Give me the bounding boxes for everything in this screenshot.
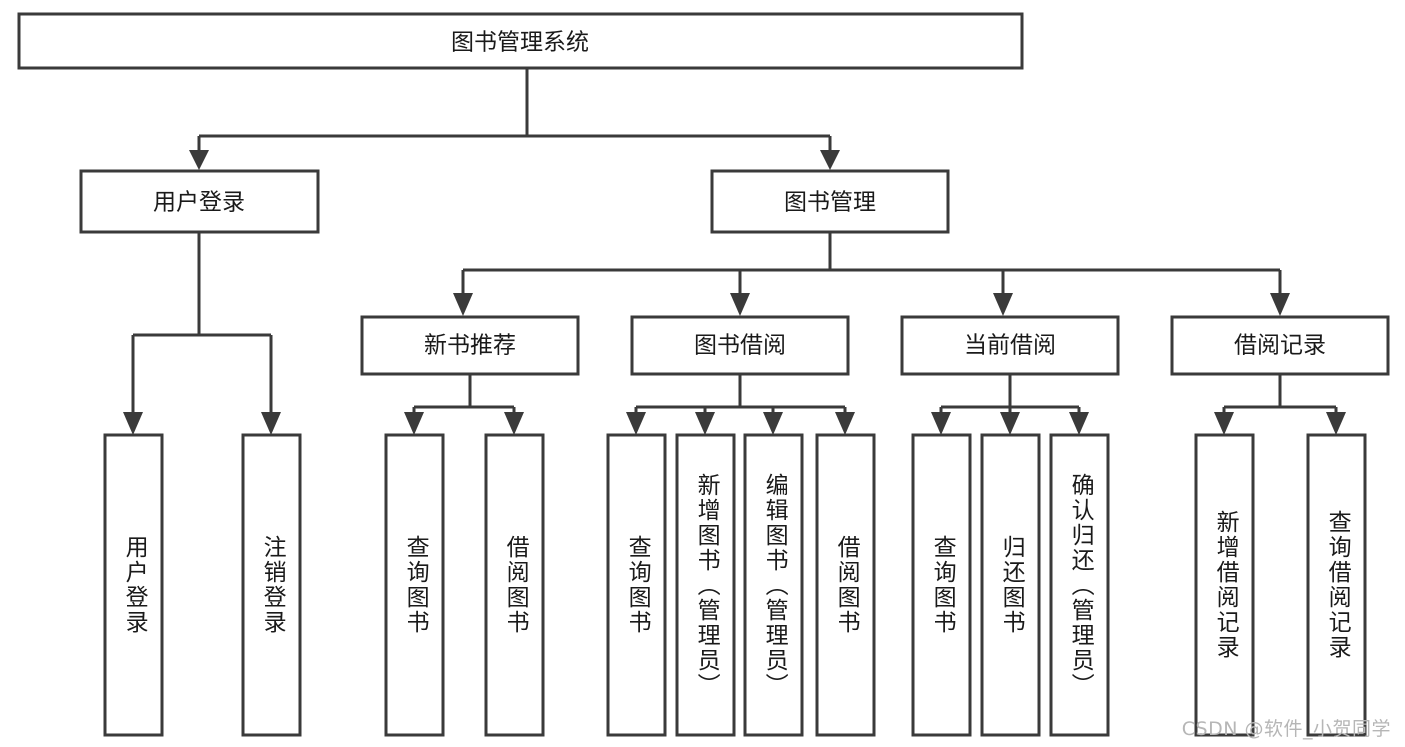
node-current-borrow[interactable]: 当前借阅: [900, 315, 1120, 376]
connector-book-management-to-level3: [453, 232, 1290, 316]
connector-user-login-to-leaves: [123, 232, 281, 435]
arrow-head-icon: [835, 412, 855, 435]
node-new-book-recommend-box[interactable]: [360, 315, 580, 376]
node-borrow-record[interactable]: 借阅记录: [1170, 315, 1390, 376]
arrow-head-icon: [626, 412, 646, 435]
node-user-login-box[interactable]: [79, 169, 320, 234]
arrow-head-icon: [1000, 412, 1020, 435]
leaf-box-user-login-2[interactable]: [241, 433, 302, 737]
connector-new-book-recommend-to-leaves: [404, 374, 524, 435]
node-book-borrow[interactable]: 图书借阅: [630, 315, 850, 376]
node-book-management[interactable]: 图书管理: [710, 169, 950, 234]
arrow-head-icon: [1069, 412, 1089, 435]
leaf-box-current-borrow-1[interactable]: [911, 433, 972, 737]
connector-book-borrow-to-leaves: [626, 374, 855, 435]
arrow-head-icon: [1326, 412, 1346, 435]
leaf-box-book-borrow-4[interactable]: [815, 433, 876, 737]
arrow-head-icon: [1214, 412, 1234, 435]
arrow-head-icon: [763, 412, 783, 435]
node-root[interactable]: 图书管理系统: [17, 12, 1024, 70]
arrow-head-icon: [453, 293, 473, 316]
arrow-head-icon: [261, 412, 281, 435]
connector-current-borrow-to-leaves: [931, 374, 1089, 435]
leaf-box-borrow-record-1[interactable]: [1194, 433, 1255, 737]
arrow-head-icon: [993, 293, 1013, 316]
node-current-borrow-label: 当前借阅: [964, 333, 1056, 359]
leaf-box-new-book-1[interactable]: [384, 433, 445, 737]
node-new-book-recommend[interactable]: 新书推荐: [360, 315, 580, 376]
connector-borrow-record-to-leaves: [1214, 374, 1346, 435]
watermark-text: CSDN @软件_小贺同学: [1181, 718, 1391, 740]
node-book-management-label: 图书管理: [784, 190, 876, 216]
arrow-head-icon: [189, 150, 209, 170]
node-root-label: 图书管理系统: [451, 30, 589, 56]
arrow-head-icon: [504, 412, 524, 435]
leaf-box-book-borrow-1[interactable]: [606, 433, 667, 737]
arrow-head-icon: [695, 412, 715, 435]
node-user-login-label: 用户登录: [153, 190, 245, 216]
node-user-login[interactable]: 用户登录: [79, 169, 320, 234]
arrow-head-icon: [931, 412, 951, 435]
node-new-book-recommend-label: 新书推荐: [424, 333, 516, 359]
leaf-box-borrow-record-2[interactable]: [1306, 433, 1367, 737]
leaf-box-current-borrow-3[interactable]: [1049, 433, 1110, 737]
node-borrow-record-label: 借阅记录: [1234, 333, 1326, 359]
arrow-head-icon: [820, 150, 840, 170]
node-current-borrow-box[interactable]: [900, 315, 1120, 376]
leaf-box-book-borrow-2[interactable]: [675, 433, 736, 737]
arrow-head-icon: [404, 412, 424, 435]
arrow-head-icon: [123, 412, 143, 435]
leaf-box-user-login-1[interactable]: [103, 433, 164, 737]
leaf-box-book-borrow-3[interactable]: [743, 433, 804, 737]
leaf-box-new-book-2[interactable]: [484, 433, 545, 737]
connector-root-to-level2: [189, 68, 840, 170]
node-root-box[interactable]: [17, 12, 1024, 70]
arrow-head-icon: [1270, 293, 1290, 316]
leaf-box-current-borrow-2[interactable]: [980, 433, 1041, 737]
node-book-borrow-label: 图书借阅: [694, 333, 786, 359]
arrow-head-icon: [730, 293, 750, 316]
